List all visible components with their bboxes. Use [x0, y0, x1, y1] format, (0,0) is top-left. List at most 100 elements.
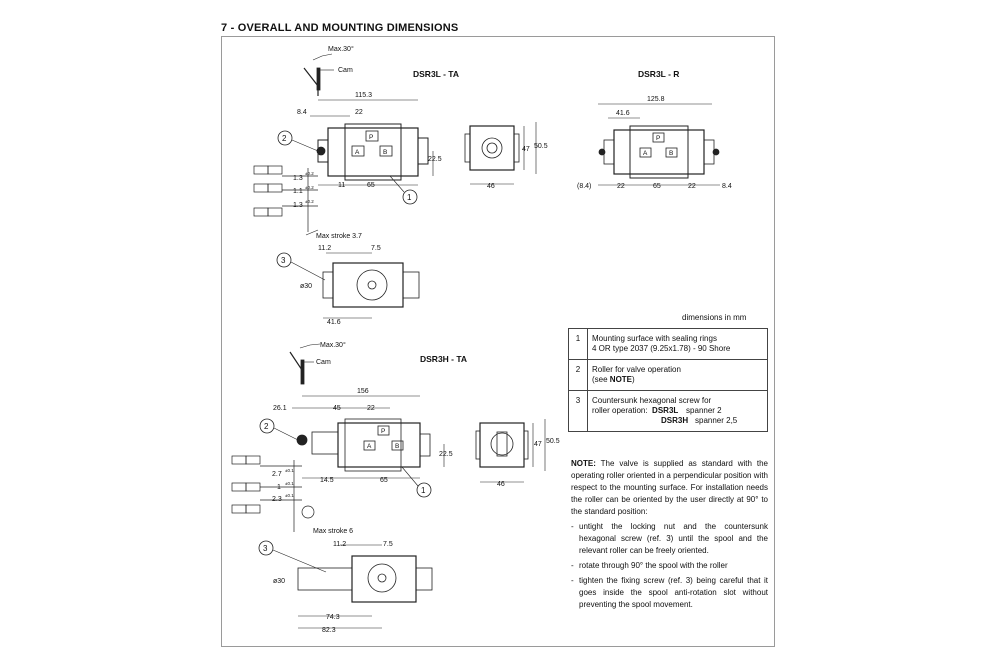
legend-line: Countersunk hexagonal screw for	[592, 396, 712, 405]
dsr3h-ta-dim-22-5: 22.5	[439, 451, 453, 458]
h-side-dim-47: 47	[534, 441, 542, 448]
dsr3h-ta-cam-label: Cam	[316, 359, 331, 366]
stroke-dim-2: 1.1	[293, 188, 303, 195]
h-stroke-tol-3: ±0.1	[285, 493, 294, 498]
h-bottom-dim-74-3: 74.3	[326, 614, 340, 621]
port-a: A	[355, 149, 360, 156]
dsr3l-r-dim-22-right: 22	[688, 183, 696, 190]
bottom-dim-dia: ø30	[300, 283, 312, 290]
dsr3l-r-dim-41-6: 41.6	[616, 110, 630, 117]
dsr3h-ta-angle: Max.30°	[320, 341, 346, 349]
callout-2-bottom: 2	[264, 422, 269, 431]
h-bottom-dim-11-2: 11.2	[333, 541, 346, 548]
r-port-b: B	[669, 150, 673, 157]
dsr3h-ta-dim-45: 45	[333, 405, 341, 412]
bottom-dim-41-6: 41.6	[327, 319, 341, 326]
h-stroke-dim-3: 2.3	[272, 496, 282, 503]
h-bottom-dim-82-3: 82.3	[322, 627, 336, 634]
dsr3h-ta-dim-length: 156	[357, 388, 369, 395]
note-step: -tighten the fixing screw (ref. 3) being…	[571, 576, 768, 609]
stroke-tol-2: ±0.2	[305, 185, 314, 190]
side-dim-50-5: 50.5	[534, 143, 548, 150]
bottom-dim-7-5: 7.5	[371, 245, 381, 252]
dsr3l-r-dim-8-4-right: 8.4	[722, 183, 732, 190]
h-port-a: A	[367, 443, 372, 450]
h-stroke-dim-2: 1	[277, 484, 281, 491]
legend-line: 4 OR type 2037 (9.25x1.78) - 90 Shore	[592, 344, 731, 353]
dsr3l-ta-dim-65: 65	[367, 182, 375, 189]
callout-1-top: 1	[407, 193, 412, 202]
legend-row: 2 Roller for valve operation (see NOTE)	[568, 359, 768, 391]
legend-desc: Mounting surface with sealing rings 4 OR…	[587, 328, 768, 360]
h-port-b: B	[395, 443, 399, 450]
h-side-dim-50-5: 50.5	[546, 438, 560, 445]
dsr3l-r-dim-65: 65	[653, 183, 661, 190]
units-note: dimensions in mm	[682, 313, 747, 322]
dsr3l-ta-dim-11: 11	[338, 182, 345, 189]
dsr3l-ta-angle: Max.30°	[328, 45, 354, 53]
note-intro: NOTE: The valve is supplied as standard …	[571, 459, 768, 516]
callout-3-top: 3	[281, 256, 286, 265]
legend-num: 3	[568, 390, 588, 432]
stroke-tol-1: ±0.2	[305, 171, 314, 176]
legend-num: 1	[568, 328, 588, 360]
legend-row: 3 Countersunk hexagonal screw for roller…	[568, 390, 768, 432]
stroke-dim-1: 1.3	[293, 175, 303, 182]
h-stroke-dim-1: 2.7	[272, 471, 282, 478]
legend-num: 2	[568, 359, 588, 391]
h-bottom-dim-dia: ø30	[273, 578, 285, 585]
legend-table: 1 Mounting surface with sealing rings 4 …	[568, 328, 768, 432]
legend-desc: Roller for valve operation (see NOTE)	[587, 359, 768, 391]
r-port-a: A	[643, 150, 648, 157]
dsr3h-ta-dim-22: 22	[367, 405, 375, 412]
dsr3l-r-dim-length: 125.8	[647, 96, 665, 103]
h-port-p: P	[381, 428, 385, 435]
h-bottom-dim-7-5: 7.5	[383, 541, 393, 548]
note-step: -rotate through 90° the spool with the r…	[571, 561, 728, 570]
dsr3l-ta-title: DSR3L - TA	[413, 69, 459, 79]
note-step: -untight the locking nut and the counter…	[571, 522, 768, 555]
dsr3l-ta-max-stroke: Max stroke 3.7	[316, 233, 362, 240]
section-heading: 7 - OVERALL AND MOUNTING DIMENSIONS	[221, 22, 459, 34]
dsr3l-ta-dim-length: 115.3	[355, 92, 372, 99]
h-stroke-tol-1: ±0.1	[285, 468, 294, 473]
dsr3h-ta-title: DSR3H - TA	[420, 354, 467, 364]
dsr3h-ta-dim-14-5: 14.5	[320, 477, 334, 484]
callout-2-top: 2	[282, 134, 287, 143]
bottom-dim-11-2: 11.2	[318, 245, 331, 252]
dsr3h-ta-view: DSR3H - TA Max.30° Cam 156 26.1 45 22 P …	[231, 341, 560, 634]
r-port-p: P	[656, 135, 660, 142]
dsr3l-ta-view: DSR3L - TA Max.30° Cam 115.3 8.4 22 P A …	[253, 45, 548, 326]
dsr3l-r-dim-8-4-left: (8.4)	[577, 183, 591, 190]
side-dim-46: 46	[487, 183, 495, 190]
dsr3h-ta-max-stroke: Max stroke 6	[313, 528, 353, 535]
legend-desc: Countersunk hexagonal screw for roller o…	[587, 390, 768, 432]
dsr3l-r-title: DSR3L - R	[638, 69, 679, 79]
legend-row: 1 Mounting surface with sealing rings 4 …	[568, 328, 768, 360]
dsr3h-ta-dim-65: 65	[380, 477, 388, 484]
dsr3l-r-dim-22-left: 22	[617, 183, 625, 190]
callout-3-bottom: 3	[263, 544, 268, 553]
side-dim-47: 47	[522, 146, 530, 153]
stroke-tol-3: ±0.2	[305, 199, 314, 204]
dsr3h-ta-dim-26-1: 26.1	[273, 405, 287, 412]
dsr3l-ta-cam-label: Cam	[338, 67, 353, 74]
dsr3l-ta-dim-22-5: 22.5	[428, 156, 442, 163]
legend-line: (see NOTE)	[592, 375, 635, 384]
installation-note: NOTE: The valve is supplied as standard …	[571, 458, 768, 611]
h-side-dim-46: 46	[497, 481, 505, 488]
legend-line: Mounting surface with sealing rings	[592, 334, 717, 343]
drawing-frame	[221, 36, 775, 647]
callout-1-bottom: 1	[421, 486, 426, 495]
port-b: B	[383, 149, 387, 156]
dsr3l-ta-dim-offset: 8.4	[297, 109, 307, 116]
stroke-dim-3: 1.3	[293, 202, 303, 209]
port-p: P	[369, 134, 373, 141]
dsr3l-r-view: DSR3L - R 125.8 41.6 P A B (8.4) 22 65 2…	[577, 69, 732, 190]
dsr3l-ta-dim-22: 22	[355, 109, 363, 116]
h-stroke-tol-2: ±0.1	[285, 481, 294, 486]
legend-line: Roller for valve operation	[592, 365, 681, 374]
